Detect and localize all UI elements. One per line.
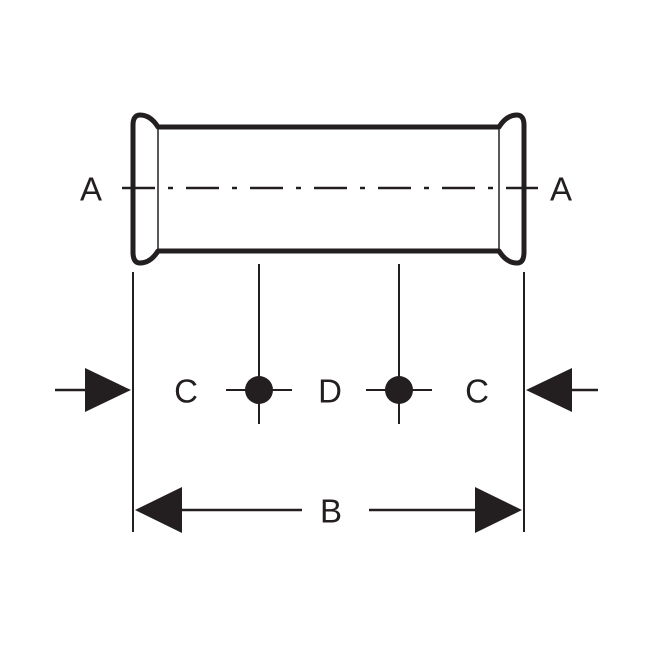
marker-dot-left [245, 376, 273, 404]
arrow-left-head [85, 368, 131, 412]
label-d: D [318, 373, 342, 410]
dim-b-arrowhead-left [135, 487, 182, 533]
coupling-body [130, 112, 527, 266]
label-c-left: C [174, 373, 198, 410]
marker-dot-right [385, 376, 413, 404]
label-c-right: C [465, 373, 489, 410]
dimension-b [135, 487, 522, 533]
outer-arrows [55, 368, 598, 412]
arrow-right-head [526, 368, 572, 412]
dim-b-arrowhead-right [475, 487, 522, 533]
label-a-right: A [550, 171, 572, 208]
label-b: B [320, 493, 342, 530]
label-a-left: A [80, 171, 102, 208]
